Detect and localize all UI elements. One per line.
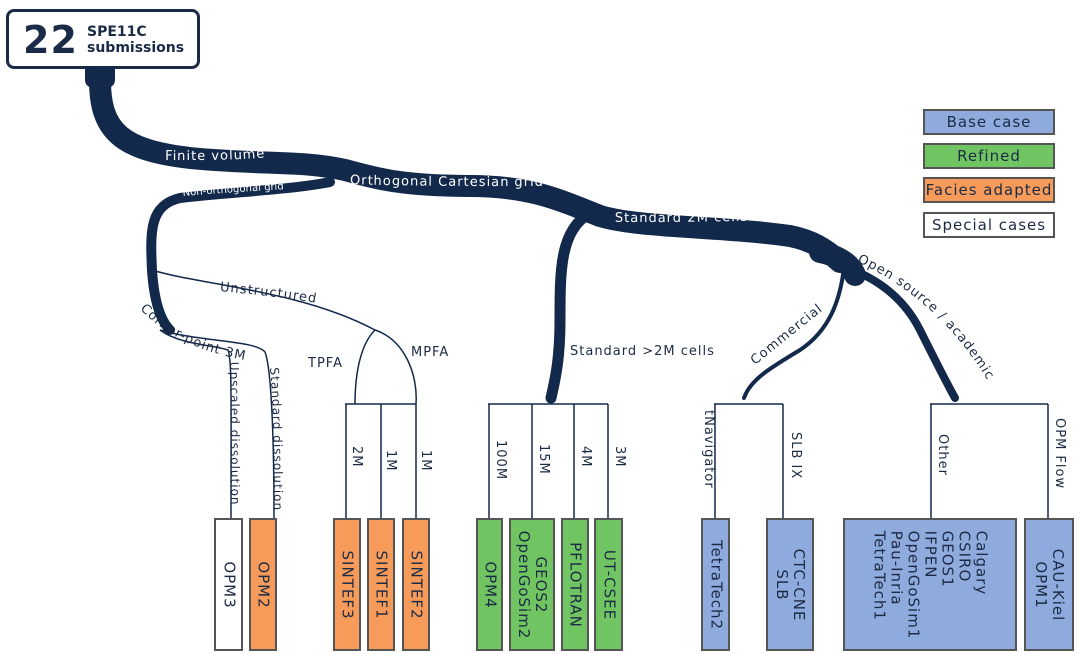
label-1m-b: 1M [418, 450, 433, 472]
legend-facies-adapted: Facies adapted [923, 177, 1055, 203]
label-2m: 2M [349, 446, 364, 468]
leaf-other-group: Calgary CSIRO GEOS1 IFPEN OpenGoSim1 Pau… [843, 518, 1017, 651]
submission-count: 22 [23, 18, 78, 62]
legend-base-case: Base case [923, 109, 1055, 135]
label-orthogonal: Orthogonal Cartesian grid [350, 173, 544, 190]
count-label-line2: submissions [87, 40, 185, 56]
legend-refined: Refined [923, 143, 1055, 169]
trunk-cap [85, 66, 115, 88]
leaf-tetratech2: TetraTech2 [701, 518, 730, 651]
leaf-opm4: OPM4 [476, 518, 503, 651]
leaf-caukiel: CAU-Kiel OPM1 [1024, 518, 1074, 651]
label-corner-point: Corner-point 3M [137, 301, 248, 364]
leaf-sintef1: SINTEF1 [367, 518, 395, 651]
label-tnavigator: tNavigator [701, 410, 716, 489]
label-open-source: Open source / academic [855, 252, 997, 383]
label-standard-gt2m: Standard >2M cells [570, 344, 715, 359]
label-4m: 4M [578, 446, 593, 468]
count-label-line1: SPE11C [87, 24, 147, 40]
leaf-ctccne: CTC-CNE SLB [766, 518, 814, 651]
leaf-sintef3: SINTEF3 [333, 518, 361, 651]
legend-special-cases: Special cases [923, 212, 1055, 238]
leaf-opm3: OPM3 [214, 518, 243, 651]
label-finite-volume: Finite volume [165, 146, 266, 164]
label-15m: 15M [536, 444, 551, 475]
leaf-geos2: GEOS2 OpenGoSim2 [509, 518, 555, 651]
label-100m: 100M [493, 440, 508, 481]
label-upscaled: Upscaled dissolution [227, 362, 242, 506]
branch-opensource [844, 264, 959, 402]
label-slb-ix: SLB IX [788, 432, 803, 480]
label-mpfa: MPFA [411, 345, 450, 360]
label-standard-2m: Standard 2M cells [615, 210, 748, 226]
leaf-utcsee: UT-CSEE [594, 518, 623, 651]
branch-std2m-down [545, 207, 596, 404]
branch-nonortho [146, 177, 335, 335]
label-other: Other [935, 434, 950, 476]
leaf-sintef2: SINTEF2 [402, 518, 430, 651]
label-tpfa: TPFA [308, 356, 343, 371]
label-unstructured: Unstructured [219, 280, 318, 307]
label-3m: 3M [612, 446, 627, 468]
leaf-pflotran: PFLOTRAN [561, 518, 589, 651]
trunk [89, 69, 851, 273]
label-1m-a: 1M [383, 450, 398, 472]
label-standard-dissolution: Standard dissolution [267, 367, 285, 511]
tree-thin-lines [151, 269, 1049, 519]
branch-commercial [742, 266, 846, 400]
tree-branches [85, 66, 959, 404]
submission-count-box: 22 SPE11C submissions [6, 9, 200, 69]
submission-count-label: SPE11C submissions [87, 24, 197, 56]
leaf-opm2: OPM2 [249, 518, 277, 651]
label-opm-flow: OPM Flow [1052, 418, 1067, 490]
